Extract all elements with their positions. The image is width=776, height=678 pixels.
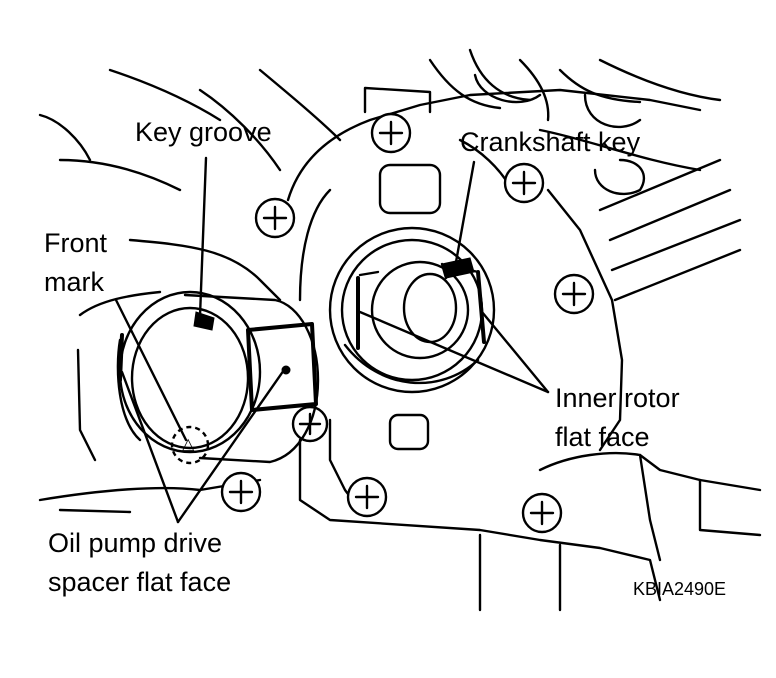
- bolt: [553, 273, 595, 315]
- label-key-groove: Key groove: [135, 117, 272, 147]
- oil-pump-drive-spacer: [116, 290, 320, 465]
- bolts: [220, 112, 595, 534]
- bolt: [503, 162, 545, 204]
- figure-code: KBIA2490E: [633, 579, 727, 599]
- bolt: [521, 492, 563, 534]
- upper-engine-features: [378, 73, 646, 451]
- label-front-mark-line1: Front: [44, 228, 108, 258]
- inner-rotor-leader-left: [358, 310, 550, 394]
- front-mark-leader: [114, 298, 188, 442]
- bolt: [370, 112, 412, 154]
- spacer-leader-left: [120, 370, 180, 524]
- leader-lines: [114, 156, 550, 524]
- inner-rotor-leader-right: [480, 310, 550, 394]
- label-inner-rotor-line1: Inner rotor: [555, 383, 680, 413]
- front-mark-symbol: △: [182, 436, 195, 453]
- spacer-leader-right: [176, 368, 286, 524]
- label-front-mark-line2: mark: [44, 267, 104, 297]
- label-crankshaft-key: Crankshaft key: [460, 127, 641, 157]
- label-oil-pump-line1: Oil pump drive: [48, 528, 223, 558]
- bolt: [220, 471, 262, 513]
- label-inner-rotor-line2: flat face: [555, 422, 650, 452]
- crankshaft-key-leader: [454, 160, 476, 264]
- key-groove-leader: [198, 156, 208, 318]
- bolt: [346, 476, 388, 518]
- engine-block-outline: [38, 48, 762, 612]
- inner-rotor: [328, 226, 496, 394]
- bolt: [254, 197, 296, 239]
- label-oil-pump-line2: spacer flat face: [48, 567, 232, 597]
